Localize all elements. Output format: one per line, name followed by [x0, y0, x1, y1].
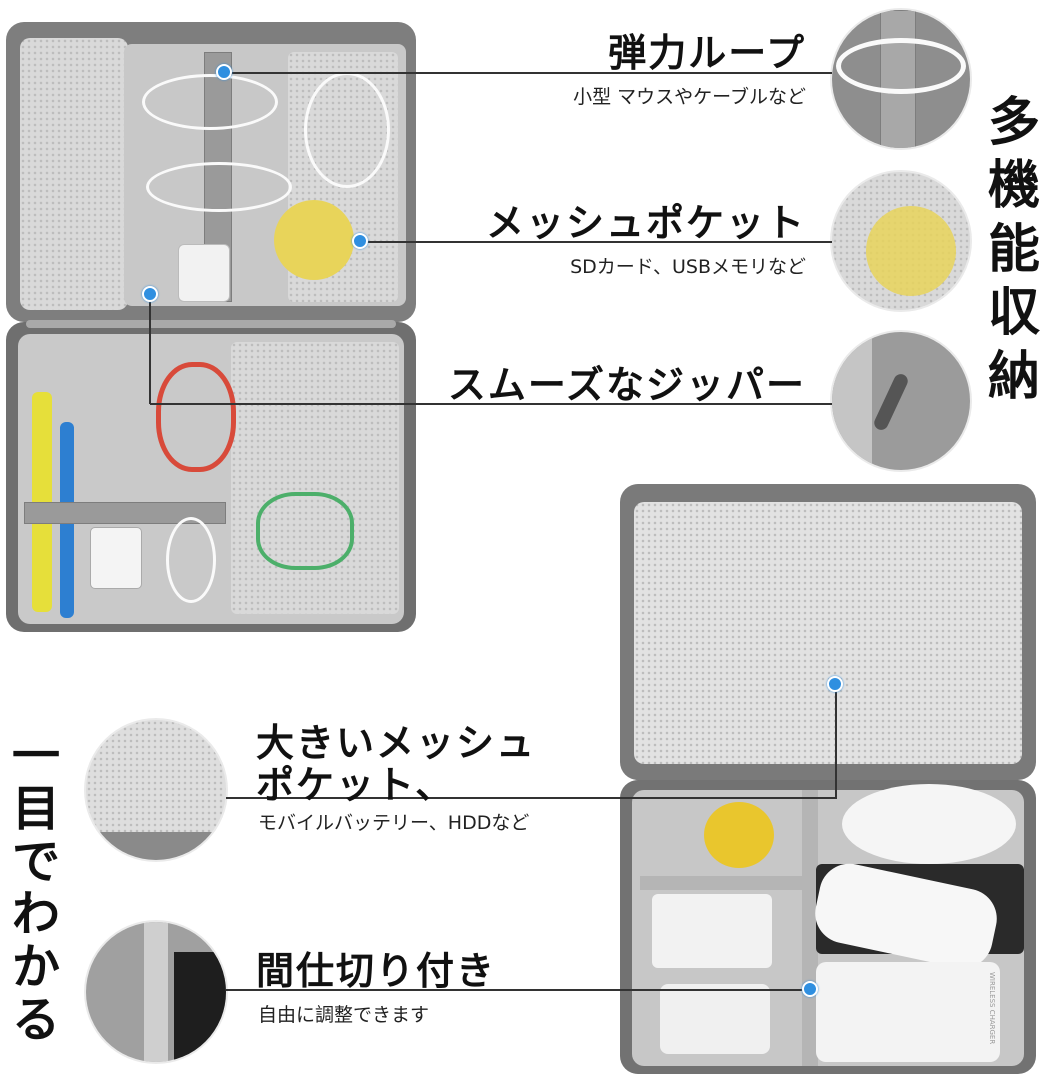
- callout-sub-mesh-pocket: SDカード、USBメモリなど: [570, 256, 806, 278]
- leader-line-3-drop: [149, 295, 151, 404]
- marker-dot-3: [142, 286, 158, 302]
- charger-label: WIRELESS CHARGER: [988, 972, 996, 1045]
- marker-dot-1: [216, 64, 232, 80]
- case-top-photo: [6, 22, 416, 632]
- cable-coil-1: [142, 74, 278, 130]
- divider-horizontal: [640, 876, 804, 890]
- vertical-heading-left: 一目でわかる: [11, 728, 60, 1048]
- upper-lid-mesh-left: [20, 38, 128, 310]
- callout-sub-elastic-loop: 小型 マウスやケーブルなど: [573, 86, 806, 108]
- yellow-toy: [704, 802, 774, 868]
- lower-mesh-pocket: [231, 342, 399, 614]
- callout-title-large-mesh-1: 大きいメッシュ: [256, 721, 537, 765]
- callout-title-elastic-loop: 弾力ループ: [608, 31, 806, 75]
- cable-coil-2: [146, 162, 292, 212]
- callout-sub-large-mesh: モバイルバッテリー、HDDなど: [258, 812, 530, 834]
- callout-title-large-mesh-2: ポケット、: [256, 763, 456, 807]
- callout-sub-divider: 自由に調整できます: [258, 1004, 430, 1026]
- case-bottom-photo: WIRELESS CHARGER: [620, 484, 1036, 1074]
- leader-line-3: [150, 403, 832, 405]
- zipper-seam: [26, 320, 396, 328]
- large-mesh-pocket: [634, 502, 1022, 764]
- leader-line-4-rise: [835, 685, 837, 799]
- zoom-zipper: [832, 332, 970, 470]
- yellow-ball: [274, 200, 354, 280]
- callout-title-zipper: スムーズなジッパー: [447, 363, 806, 407]
- power-adapter: [660, 984, 770, 1054]
- marker-dot-4: [827, 676, 843, 692]
- marker-dot-5: [802, 981, 818, 997]
- wall-adapter: [90, 527, 142, 589]
- earphones-coil: [304, 72, 390, 188]
- elastic-strap-lower: [24, 502, 226, 524]
- divider-vertical: [802, 790, 818, 1066]
- callout-title-divider: 間仕切り付き: [256, 949, 497, 993]
- charger-block: [652, 894, 772, 968]
- leader-line-5: [226, 989, 810, 991]
- zoom-elastic-loop: [832, 10, 970, 148]
- marker-dot-2: [352, 233, 368, 249]
- zoom-mesh-pocket: [832, 172, 970, 310]
- zoom-large-mesh: [86, 720, 226, 860]
- vertical-heading-right: 多機能収納: [987, 93, 1040, 407]
- usb-plug: [178, 244, 230, 302]
- leader-line-4: [226, 797, 836, 799]
- wireless-charger: WIRELESS CHARGER: [816, 962, 1000, 1062]
- white-cable-lower: [166, 517, 216, 603]
- scissors: [256, 492, 354, 570]
- red-cable: [156, 362, 236, 472]
- leader-line-2: [360, 241, 832, 243]
- leader-line-1: [224, 72, 832, 74]
- wireless-mouse: [842, 784, 1016, 864]
- callout-title-mesh-pocket: メッシュポケット: [485, 201, 806, 245]
- zoom-divider: [86, 922, 226, 1062]
